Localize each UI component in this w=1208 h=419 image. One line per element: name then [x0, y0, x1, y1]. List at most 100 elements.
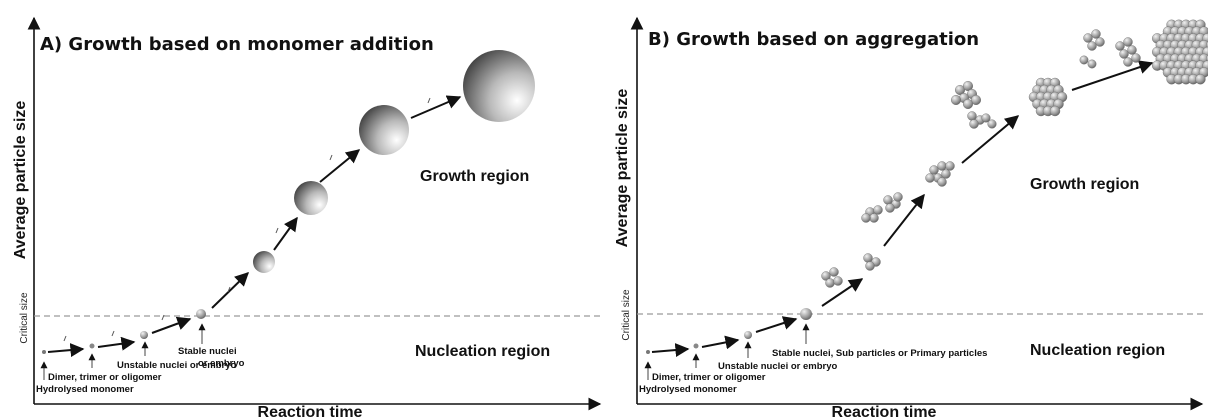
aggregate-particle — [937, 177, 947, 187]
aggregate-particle — [1079, 55, 1089, 65]
aggregate-particle — [873, 205, 883, 215]
panel-a-arrow — [319, 149, 361, 183]
panel-a-arrow — [47, 343, 85, 358]
aggregate-particle — [967, 111, 977, 121]
aggregate-particle — [1049, 105, 1061, 117]
monomer-mark — [63, 335, 67, 342]
aggregate-particle — [971, 94, 982, 105]
monomer-mark — [275, 227, 279, 234]
panel-b-arrow — [701, 335, 740, 350]
monomer-mark — [329, 154, 333, 161]
aggregate-particle — [825, 278, 835, 288]
stage-unstable: Unstable nuclei or embryo — [117, 360, 237, 371]
panel-a-x-axis-label: Reaction time — [258, 404, 363, 419]
aggregate-particle — [941, 169, 951, 179]
particle-sphere — [359, 105, 409, 155]
stage-stable-2: or embryo — [198, 358, 245, 369]
panel-b-arrow — [961, 115, 1020, 164]
monomer-mark — [227, 286, 231, 293]
stage-dimer: Dimer, trimer or oligomer — [48, 372, 162, 383]
monomer-dot — [646, 350, 650, 354]
aggregate-particle — [893, 192, 903, 202]
panel-a-growth-label: Growth region — [420, 168, 529, 185]
aggregate-particle — [869, 213, 879, 223]
aggregate-particle — [1087, 41, 1097, 51]
aggregate-particle — [1119, 49, 1129, 59]
panel-a-arrow — [211, 272, 250, 309]
aggregate-particle — [883, 195, 893, 205]
monomer-mark — [111, 330, 115, 337]
panel-a-nucleation-label: Nucleation region — [415, 343, 550, 360]
aggregate-particle — [829, 267, 839, 277]
unstable-nucleus — [744, 331, 752, 339]
panel-b-title: B) Growth based on aggregation — [648, 29, 979, 50]
panel-a-title: A) Growth based on monomer addition — [40, 34, 434, 55]
monomer-dot — [42, 350, 46, 354]
panel-a-critical-label: Critical size — [19, 292, 30, 344]
aggregate-particle — [987, 119, 997, 129]
panel-b-growth-label: Growth region — [1030, 176, 1139, 193]
aggregate-particle — [1127, 45, 1137, 55]
aggregate-particle — [963, 98, 974, 109]
panel-a: A) Growth based on monomer addition Aver… — [12, 16, 604, 419]
stage-hydrolysed: Hydrolysed monomer — [36, 384, 134, 395]
oligomer-dot — [89, 343, 95, 349]
aggregate-particle — [963, 80, 974, 91]
aggregate-particle — [945, 161, 955, 171]
stable-nucleus — [196, 309, 206, 319]
aggregate-particle — [969, 119, 979, 129]
stage-unstable: Unstable nuclei or embryo — [718, 361, 838, 372]
aggregate-particle — [821, 271, 831, 281]
panel-b-arrow — [755, 316, 798, 333]
aggregate-particle — [1131, 53, 1141, 63]
particle-sphere — [463, 50, 535, 122]
panel-a-y-axis-label: Average particle size — [12, 101, 29, 260]
panel-b-critical-label: Critical size — [621, 289, 632, 341]
stage-hydrolysed: Hydrolysed monomer — [639, 384, 737, 395]
aggregate-particle — [1123, 57, 1133, 67]
panel-b-arrow — [883, 193, 925, 247]
particle-sphere — [253, 251, 275, 273]
aggregate-particle — [955, 84, 966, 95]
aggregate-particle — [1091, 29, 1101, 39]
aggregate-particle — [1083, 33, 1093, 43]
aggregate-particle — [1095, 37, 1105, 47]
aggregate-particle — [981, 113, 991, 123]
panel-a-arrow — [151, 316, 192, 334]
panel-b-arrow — [821, 278, 864, 307]
stable-nucleus — [800, 308, 812, 320]
aggregate-particle — [925, 173, 935, 183]
panel-a-arrow — [273, 216, 298, 251]
stage-dimer: Dimer, trimer or oligomer — [652, 372, 766, 383]
panel-a-arrow — [410, 95, 462, 119]
aggregate-particle — [1195, 73, 1206, 85]
aggregate-particle — [1115, 41, 1125, 51]
stage-stable-1: Stable nuclei — [178, 346, 237, 357]
aggregate-particle — [1087, 59, 1097, 69]
aggregate-particle — [929, 165, 939, 175]
panel-b-nucleation-label: Nucleation region — [1030, 342, 1165, 359]
panel-b-x-axis-label: Reaction time — [832, 404, 937, 419]
monomer-mark — [427, 97, 431, 104]
aggregate-particle — [1123, 37, 1133, 47]
aggregate-particle — [937, 161, 947, 171]
aggregate-particle — [861, 213, 871, 223]
aggregate-particle — [863, 253, 873, 263]
particle-sphere — [294, 181, 328, 215]
panel-b-y-axis-label: Average particle size — [614, 89, 631, 248]
panel-b-arrow — [651, 343, 690, 358]
aggregate-particle — [833, 276, 843, 286]
stage-stable: Stable nuclei, Sub particles or Primary … — [772, 348, 987, 359]
aggregate-particle — [865, 261, 875, 271]
oligomer-dot — [693, 343, 699, 349]
panel-a-arrow — [97, 336, 136, 351]
panel-b-arrow — [1071, 60, 1154, 91]
panel-b: B) Growth based on aggregation Average p… — [614, 16, 1208, 419]
unstable-nucleus — [140, 331, 148, 339]
aggregate-clusters — [821, 19, 1208, 288]
monomer-mark — [161, 314, 165, 321]
aggregate-particle — [885, 203, 895, 213]
aggregate-particle — [951, 94, 962, 105]
